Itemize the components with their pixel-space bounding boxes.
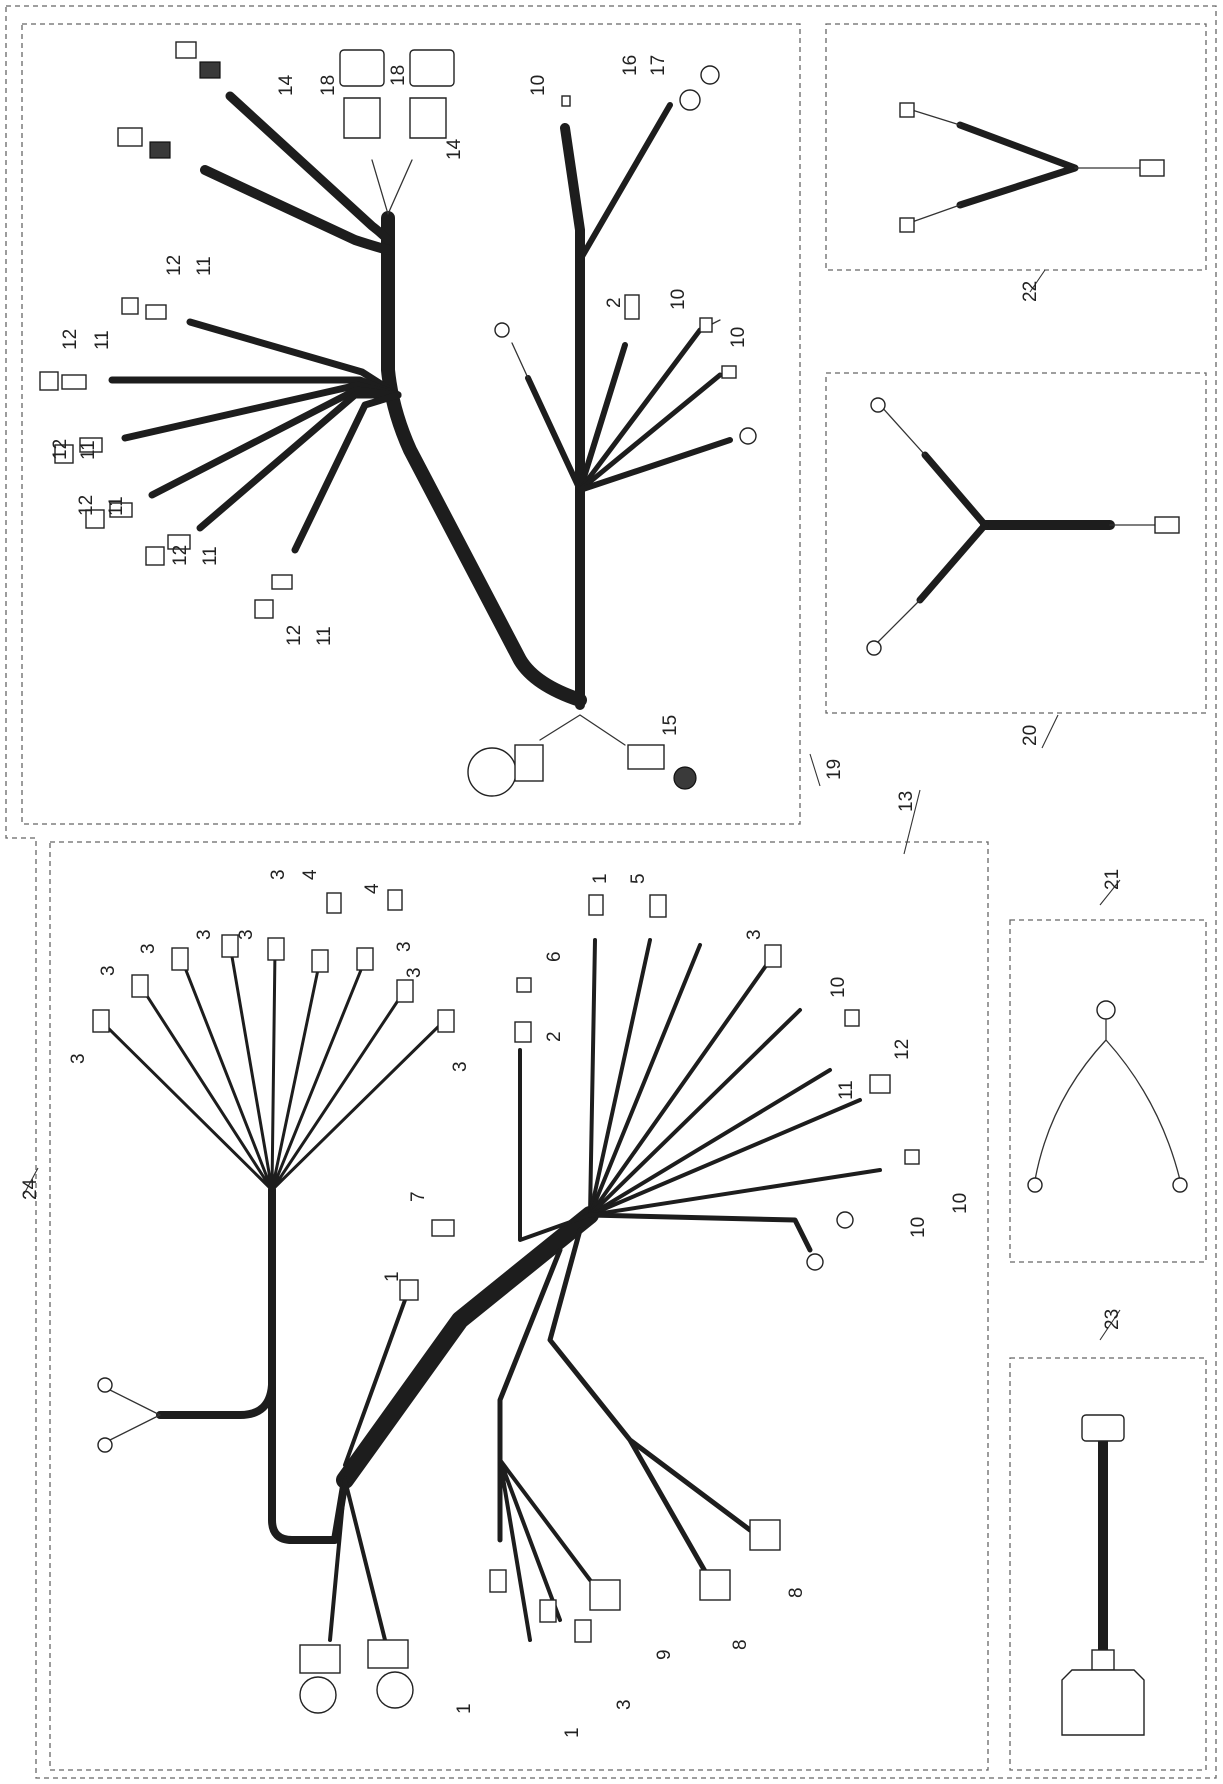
callout-4: 4 (300, 869, 321, 880)
callout-22: 22 (1020, 281, 1041, 302)
callout-3: 3 (614, 1699, 635, 1710)
assembly-23-frame (1009, 1357, 1207, 1771)
callout-3: 3 (450, 1061, 471, 1072)
harness-20 (866, 397, 1180, 656)
callout-8: 8 (730, 1639, 751, 1650)
callout-16: 16 (620, 55, 641, 76)
callout-10: 10 (950, 1193, 971, 1214)
harness-21 (1027, 1000, 1188, 1193)
callout-12: 12 (284, 625, 305, 646)
callout-3: 3 (236, 929, 257, 940)
assembly-13-frame (49, 841, 989, 1771)
callout-14: 14 (444, 138, 465, 160)
callout-9: 9 (654, 1649, 675, 1660)
callout-3: 3 (744, 929, 765, 940)
callout-10: 10 (828, 977, 849, 998)
harness-13 (92, 889, 920, 1714)
callout-11: 11 (106, 496, 127, 516)
callout-24: 24 (20, 1178, 41, 1200)
callout-10: 10 (908, 1217, 929, 1238)
harness-22 (899, 102, 1165, 233)
callout-11: 11 (200, 546, 221, 566)
assembly-20-frame (825, 372, 1207, 714)
harness-23 (1061, 1414, 1145, 1736)
callout-11: 11 (836, 1080, 857, 1100)
callout-8: 8 (786, 1587, 807, 1598)
callout-12: 12 (60, 329, 81, 350)
callout-7: 7 (408, 1191, 429, 1202)
callout-2: 2 (544, 1031, 565, 1042)
callout-5: 5 (628, 873, 649, 884)
callout-4: 4 (362, 883, 383, 894)
assembly-19-frame (21, 23, 801, 825)
callout-3: 3 (404, 967, 425, 978)
callout-19: 19 (824, 759, 845, 780)
callout-1: 1 (454, 1703, 475, 1714)
callout-12: 12 (76, 495, 97, 516)
callout-11: 11 (194, 256, 215, 276)
callout-23: 23 (1102, 1309, 1123, 1330)
callout-10: 10 (668, 289, 689, 310)
callout-3: 3 (268, 869, 289, 880)
callout-11: 11 (92, 330, 113, 350)
callout-17: 17 (648, 55, 669, 76)
callout-6: 6 (544, 951, 565, 962)
callout-10: 10 (528, 75, 549, 96)
callout-18: 18 (388, 65, 409, 86)
callout-12: 12 (50, 439, 71, 460)
callout-10: 10 (728, 327, 749, 348)
harness-19 (39, 41, 757, 797)
assembly-22-frame (825, 23, 1207, 271)
callout-18: 18 (318, 75, 339, 96)
assembly-21-frame (1009, 919, 1207, 1263)
callout-11: 11 (78, 440, 99, 460)
callout-labels: 24 19 13 22 20 21 23 14 18 18 14 10 16 1… (20, 55, 1123, 1738)
callout-3: 3 (138, 943, 159, 954)
callout-12: 12 (164, 255, 185, 276)
callout-3: 3 (98, 965, 119, 976)
callout-21: 21 (1102, 869, 1123, 890)
callout-11: 11 (314, 626, 335, 646)
callout-15: 15 (660, 715, 681, 736)
callout-1: 1 (382, 1271, 403, 1282)
leader-lines (23, 269, 1121, 1341)
callout-1: 1 (590, 873, 611, 884)
callout-13: 13 (896, 791, 917, 812)
callout-2: 2 (604, 297, 625, 308)
callout-12: 12 (892, 1039, 913, 1060)
callout-3: 3 (394, 941, 415, 952)
callout-3: 3 (194, 929, 215, 940)
callout-3: 3 (68, 1053, 89, 1064)
callout-1: 1 (562, 1727, 583, 1738)
callout-14: 14 (276, 74, 297, 96)
callout-20: 20 (1020, 725, 1041, 746)
assembly-24-frame (5, 5, 1217, 1779)
callout-12: 12 (170, 545, 191, 566)
